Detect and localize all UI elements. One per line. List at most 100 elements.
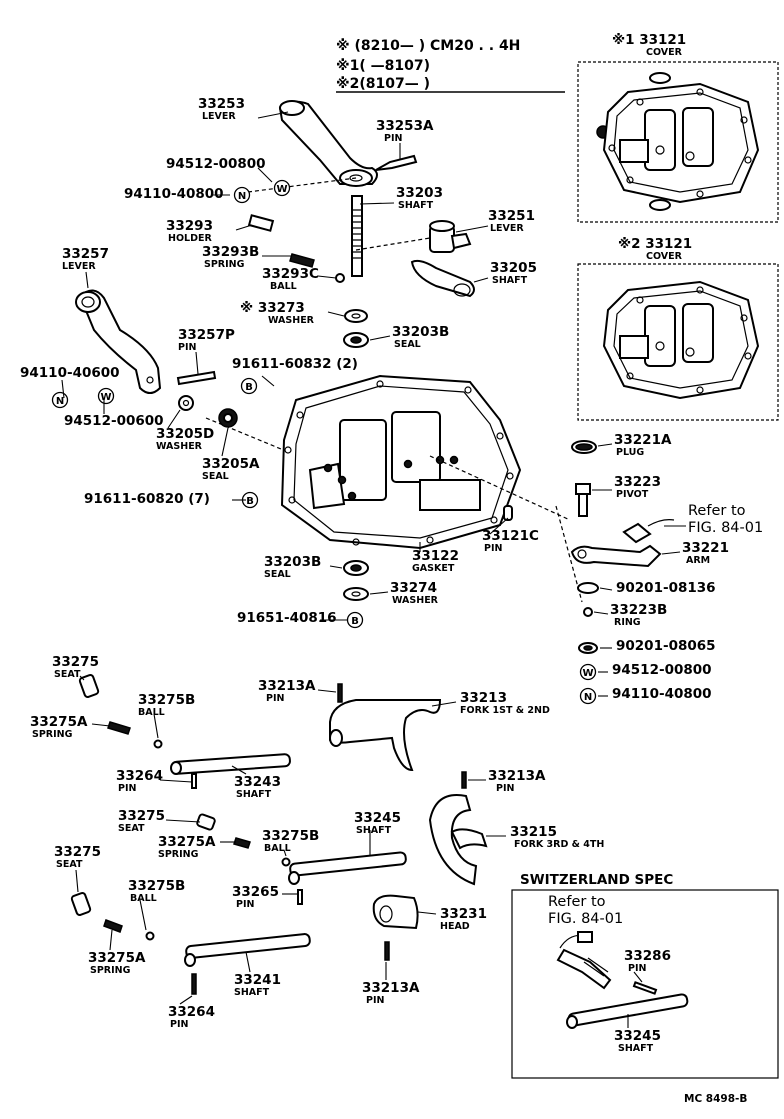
part-name: ARM xyxy=(686,555,710,566)
part-number: 33265 xyxy=(232,884,279,900)
part-number: 33223B xyxy=(610,602,667,618)
part-name: PIN xyxy=(628,963,646,974)
leader-line xyxy=(165,819,201,823)
part-number: 33275A xyxy=(88,950,146,966)
part-number: 33274 xyxy=(390,580,437,596)
part-name: WASHER xyxy=(392,595,439,606)
part-number: 33213A xyxy=(362,980,420,996)
part-number: 33221A xyxy=(614,432,672,448)
part-number: 94110-40600 xyxy=(20,365,120,381)
part-name: HOLDER xyxy=(168,233,212,244)
part-name: PLUG xyxy=(616,447,644,458)
leader-line xyxy=(257,111,289,119)
washer-symbol-icon: W xyxy=(97,387,115,405)
part-name: LEVER xyxy=(202,111,236,122)
part-name: SPRING xyxy=(204,259,245,270)
part-name: SPRING xyxy=(32,729,73,740)
leader-line xyxy=(327,311,345,317)
leader-line xyxy=(599,587,613,591)
cover-1-number: ※1 33121 xyxy=(612,32,686,48)
leader-line xyxy=(85,271,89,289)
part-number: 33251 xyxy=(488,208,535,224)
part-number: 33293 xyxy=(166,218,213,234)
cover-box-1: ※1 33121 COVER xyxy=(577,32,779,223)
leader-lines xyxy=(61,111,681,1028)
leader-line xyxy=(109,929,113,951)
part-name: BALL xyxy=(130,893,157,904)
part-number: 33275A xyxy=(158,834,216,850)
leader-line xyxy=(195,351,199,375)
part-name: WASHER xyxy=(268,315,315,326)
part-number: 33293C xyxy=(262,266,319,282)
ref-top-line-1: Refer to xyxy=(688,503,746,519)
cover-2-number: ※2 33121 xyxy=(618,236,692,252)
svg-text:B: B xyxy=(246,496,254,507)
leader-line xyxy=(167,409,181,429)
part-name: SHAFT xyxy=(356,825,392,836)
leader-line xyxy=(369,591,389,595)
leader-line xyxy=(473,277,489,283)
svg-text:B: B xyxy=(245,382,253,393)
part-number: 33221 xyxy=(682,540,729,556)
header-line-1: ※ (8210— ) CM20 . . 4H xyxy=(336,38,520,54)
leader-line xyxy=(257,167,273,183)
leader-line xyxy=(593,611,609,615)
part-number: 94110-40800 xyxy=(124,186,224,202)
part-number: 33203 xyxy=(396,185,443,201)
leader-line xyxy=(179,995,193,1005)
cover-1-name: COVER xyxy=(646,47,683,58)
part-number: 91651-40816 xyxy=(237,610,337,626)
part-labels: 33253LEVER33253APIN94512-0080094110-4080… xyxy=(20,96,729,1054)
part-number: 33257 xyxy=(62,246,109,262)
leader-line xyxy=(369,335,391,341)
part-number: 33205D xyxy=(156,426,214,442)
part-name: PIN xyxy=(484,543,502,554)
leader-line xyxy=(245,951,251,973)
leader-line xyxy=(235,224,253,231)
part-name: SEAL xyxy=(202,471,229,482)
part-number: 33213A xyxy=(488,768,546,784)
part-number: ※ 33273 xyxy=(240,300,305,316)
figure-code: MC 8498-B xyxy=(684,1093,747,1105)
leader-line xyxy=(317,275,337,279)
part-name: WASHER xyxy=(156,441,203,452)
leader-line xyxy=(221,427,229,457)
upper-lever-assembly xyxy=(247,100,475,298)
part-number: 90201-08136 xyxy=(616,580,716,596)
ref-sw-line-2: FIG. 84-01 xyxy=(548,911,623,927)
part-name: SPRING xyxy=(158,849,199,860)
part-name: PIN xyxy=(496,783,514,794)
nut-symbol-icon: N xyxy=(233,186,251,204)
part-name: RING xyxy=(614,617,641,628)
leader-line xyxy=(359,202,395,205)
part-name: PIN xyxy=(236,899,254,910)
lever-33257 xyxy=(75,289,299,457)
part-name: PIN xyxy=(384,133,402,144)
part-label: 94110-40800 xyxy=(124,186,224,202)
part-name: SHAFT xyxy=(234,987,270,998)
lower-shift-rails xyxy=(70,674,488,995)
part-number: 94512-00600 xyxy=(64,413,164,429)
